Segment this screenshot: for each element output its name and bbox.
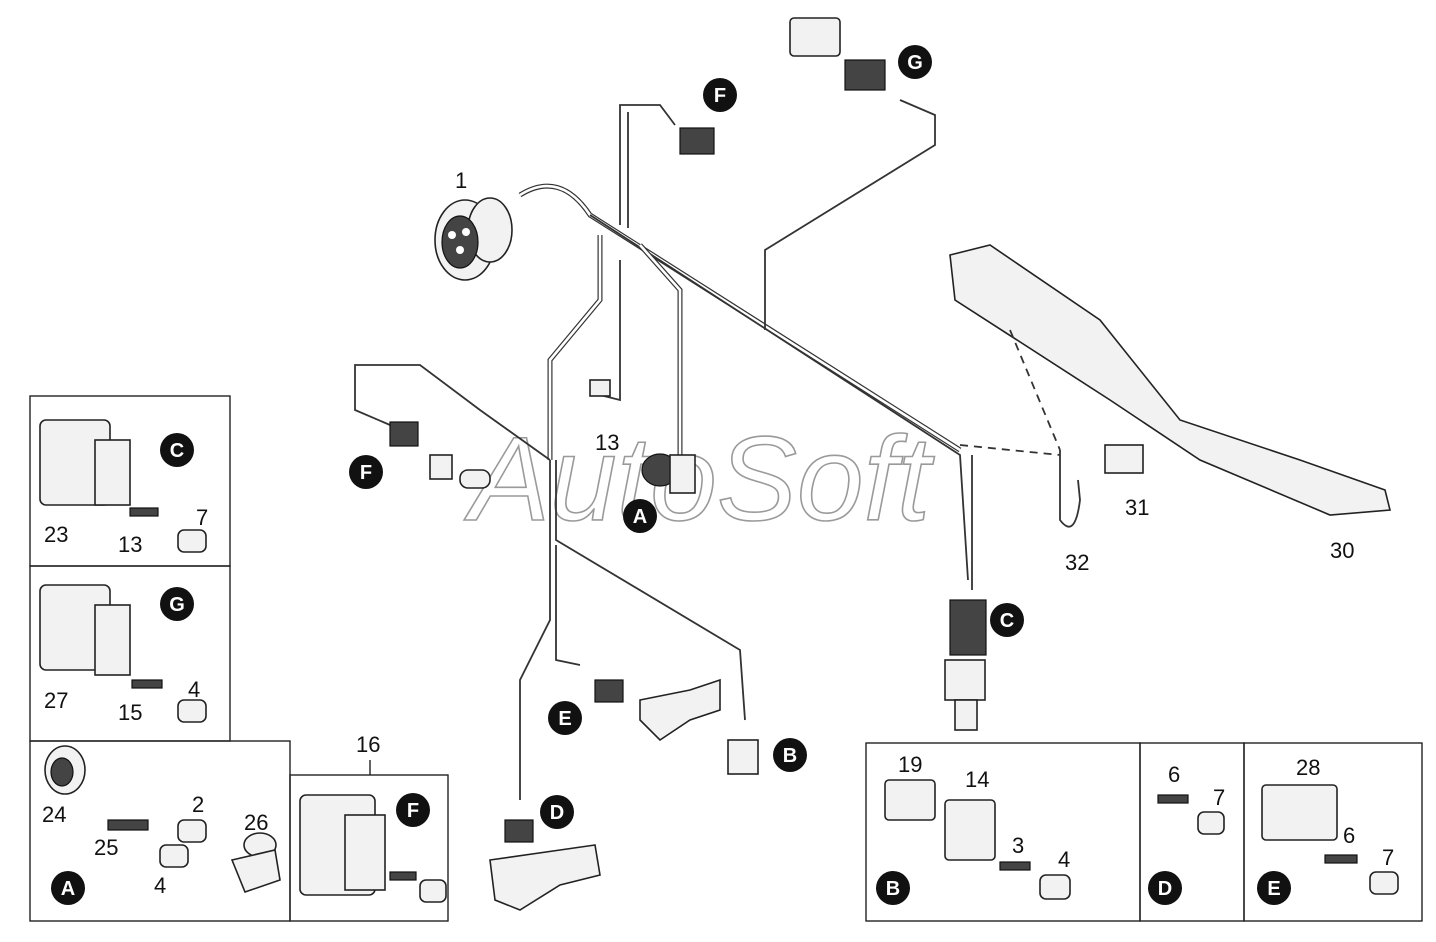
label-4-box-a: 4 [154, 873, 166, 898]
label-7-box-c: 7 [196, 505, 208, 530]
svg-text:G: G [169, 594, 185, 616]
svg-text:G: G [907, 52, 923, 74]
svg-text:C: C [170, 440, 184, 462]
label-13: 13 [595, 430, 619, 455]
badge-e-box: E [1257, 871, 1291, 905]
label-4-box-b: 4 [1058, 847, 1070, 872]
terminal-6-box-d [1157, 794, 1189, 804]
label-27: 27 [44, 688, 68, 713]
watermark: AutoSoft [464, 412, 935, 546]
clip-31 [1104, 444, 1144, 474]
label-14: 14 [965, 767, 989, 792]
connector-f-left [389, 421, 491, 489]
connector-19 [884, 779, 936, 821]
terminal-box-f [389, 871, 417, 881]
seal-4-box-a [159, 844, 189, 868]
detail-box-e [1243, 742, 1423, 922]
clip-32 [959, 329, 1081, 528]
badge-b-main: B [773, 738, 807, 772]
connector-1 [434, 197, 513, 281]
terminal-25 [107, 819, 149, 831]
connector-24 [44, 745, 86, 795]
label-3: 3 [1012, 833, 1024, 858]
seal-7 [177, 529, 207, 553]
label-13-box: 13 [118, 532, 142, 557]
badge-g-box: G [160, 587, 194, 621]
label-26: 26 [244, 810, 268, 835]
label-23: 23 [44, 522, 68, 547]
svg-text:E: E [1267, 878, 1280, 900]
detail-box-f [289, 774, 449, 922]
connector-16 [299, 794, 386, 896]
connector-a-main [641, 453, 696, 494]
badge-d-box: D [1148, 871, 1182, 905]
badge-c-box: C [160, 433, 194, 467]
seal-2 [177, 819, 207, 843]
sensor-26 [230, 832, 281, 894]
label-31: 31 [1125, 495, 1149, 520]
badge-a-box: A [51, 871, 85, 905]
label-15: 15 [118, 700, 142, 725]
connector-23 [39, 419, 131, 506]
seal-7-box-e [1369, 871, 1399, 895]
label-19: 19 [898, 752, 922, 777]
badge-a-main: A [623, 499, 657, 533]
connector-d-main [489, 819, 601, 911]
label-30: 30 [1330, 538, 1354, 563]
svg-text:C: C [1000, 610, 1014, 632]
seal-4-box-b [1039, 874, 1071, 900]
connector-f-top [679, 127, 715, 155]
connector-27 [39, 584, 131, 676]
label-32: 32 [1065, 550, 1089, 575]
svg-text:F: F [714, 85, 726, 107]
terminal-15 [131, 679, 163, 689]
terminal-6-box-e [1324, 854, 1358, 864]
badge-g-top: G [898, 45, 932, 79]
label-7-box-d: 7 [1213, 785, 1225, 810]
badge-e-main: E [548, 701, 582, 735]
label-16: 16 [356, 732, 380, 757]
connector-c-main [944, 599, 987, 731]
terminal-3 [999, 861, 1031, 871]
connector-28 [1261, 784, 1338, 841]
label-7-box-e: 7 [1382, 845, 1394, 870]
seal-4 [177, 699, 207, 723]
badge-b-box: B [876, 871, 910, 905]
label-2: 2 [192, 792, 204, 817]
svg-text:B: B [886, 878, 900, 900]
terminal-13 [129, 507, 159, 517]
harness-wires [354, 99, 973, 800]
svg-text:A: A [633, 506, 647, 528]
connector-e-main [594, 678, 721, 742]
label-28: 28 [1296, 755, 1320, 780]
sensor-13 [589, 379, 611, 397]
svg-text:A: A [61, 878, 75, 900]
badge-c-main: C [990, 603, 1024, 637]
connector-b-main [727, 739, 759, 775]
badge-f-box: F [396, 793, 430, 827]
badge-f-left: F [349, 455, 383, 489]
svg-text:E: E [558, 708, 571, 730]
label-4-box-g: 4 [188, 677, 200, 702]
svg-text:B: B [783, 745, 797, 767]
connector-14 [944, 799, 996, 861]
svg-text:D: D [550, 802, 564, 824]
label-1: 1 [455, 168, 467, 193]
seal-box-f [419, 879, 447, 903]
label-24: 24 [42, 802, 66, 827]
label-6-box-d: 6 [1168, 762, 1180, 787]
badge-d-main: D [540, 795, 574, 829]
svg-text:F: F [360, 462, 372, 484]
badge-f-top: F [703, 78, 737, 112]
svg-text:F: F [407, 800, 419, 822]
connector-g-top [789, 17, 886, 91]
seal-7-box-d [1197, 811, 1225, 835]
label-6-box-e: 6 [1343, 823, 1355, 848]
svg-text:D: D [1158, 878, 1172, 900]
bracket-30 [949, 244, 1392, 516]
label-25: 25 [94, 835, 118, 860]
